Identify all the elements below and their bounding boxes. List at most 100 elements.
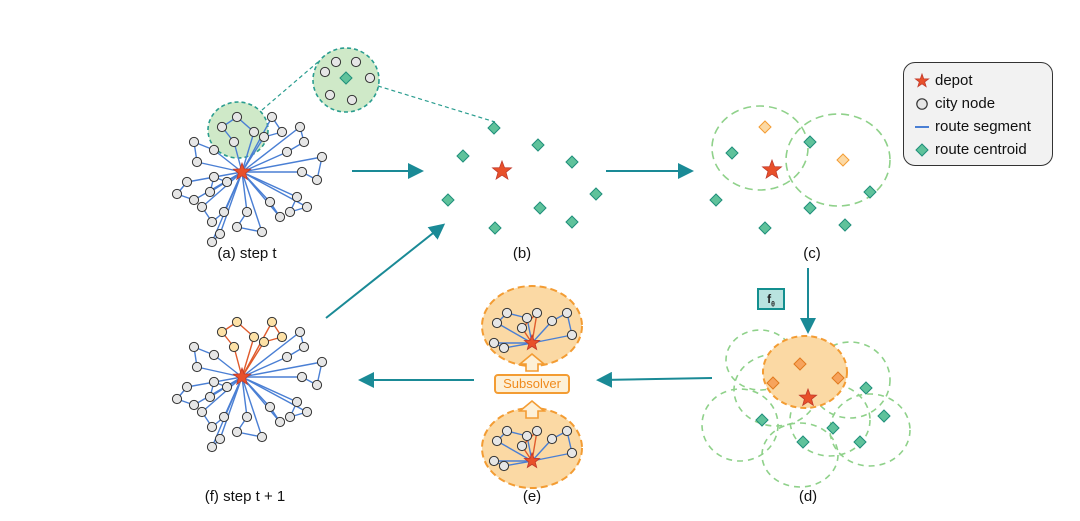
city-node <box>516 322 528 334</box>
selected-centroid <box>758 120 772 134</box>
route-centroid <box>565 155 579 169</box>
route-centroid <box>709 193 723 207</box>
city-node <box>206 216 218 228</box>
route-segment <box>496 440 533 462</box>
legend: depot city node route segment route cent… <box>903 62 1053 166</box>
flow-arrow-d-e <box>596 371 713 388</box>
city-node <box>231 316 243 328</box>
route-segment <box>241 126 301 173</box>
city-node <box>498 342 510 354</box>
city-node <box>291 191 303 203</box>
city-node <box>266 316 278 328</box>
selected-centroid <box>831 371 845 385</box>
city-node <box>319 66 331 78</box>
city-node <box>241 206 253 218</box>
background-layer <box>207 47 911 489</box>
zoom-link <box>377 85 496 123</box>
city-node <box>218 206 230 218</box>
city-node <box>258 131 270 143</box>
route-segment <box>241 321 273 378</box>
city-node <box>171 188 183 200</box>
subproblem-region <box>481 407 583 489</box>
route-centroid <box>487 121 501 135</box>
city-node <box>301 201 313 213</box>
city-node <box>521 312 533 324</box>
route-centroid <box>758 221 772 235</box>
city-node <box>284 206 296 218</box>
nodes-layer <box>171 56 891 472</box>
city-node <box>296 166 308 178</box>
city-node <box>264 196 276 208</box>
city-node <box>181 176 193 188</box>
city-node <box>188 194 200 206</box>
city-node <box>208 171 220 183</box>
policy-box: fθ <box>757 288 785 310</box>
depot-star <box>232 161 252 181</box>
route-centroid <box>853 435 867 449</box>
city-node <box>316 151 328 163</box>
city-node <box>218 411 230 423</box>
city-node <box>276 331 288 343</box>
city-node <box>216 326 228 338</box>
city-node <box>546 315 558 327</box>
city-node <box>188 399 200 411</box>
city-node <box>181 381 193 393</box>
route-centroid <box>826 421 840 435</box>
cluster-ring <box>785 113 891 207</box>
route-segment <box>241 151 288 173</box>
city-node <box>216 121 228 133</box>
city-node <box>324 89 336 101</box>
city-node <box>298 136 310 148</box>
city-node <box>231 426 243 438</box>
route-segment <box>241 131 255 173</box>
route-centroid <box>533 201 547 215</box>
city-node <box>204 391 216 403</box>
depot-star <box>232 366 252 386</box>
city-node <box>521 430 533 442</box>
city-node <box>274 416 286 428</box>
city-node <box>561 425 573 437</box>
legend-label-depot: depot <box>935 72 973 89</box>
city-node <box>501 307 513 319</box>
legend-item-route-segment: route segment <box>912 115 1044 138</box>
caption-d: (d) <box>798 488 818 505</box>
zoom-link <box>261 61 319 111</box>
selected-centroid <box>766 376 780 390</box>
city-node <box>491 435 503 447</box>
policy-label: f <box>767 292 772 306</box>
route-segment <box>241 376 263 438</box>
route-segment <box>241 356 288 378</box>
depot-star <box>523 451 541 469</box>
city-node <box>364 72 376 84</box>
route-segment <box>241 171 263 233</box>
city-node <box>566 447 578 459</box>
city-node <box>196 406 208 418</box>
city-node <box>188 136 200 148</box>
city-node <box>284 411 296 423</box>
city-node <box>488 337 500 349</box>
legend-label-city-node: city node <box>935 95 996 112</box>
city-node <box>330 56 342 68</box>
city-node <box>350 56 362 68</box>
city-node <box>546 433 558 445</box>
subsolver-box: Subsolver <box>494 374 570 394</box>
city-node <box>488 455 500 467</box>
route-centroid <box>589 187 603 201</box>
circle-icon <box>912 97 932 111</box>
city-node <box>208 144 220 156</box>
route-centroid <box>859 381 873 395</box>
route-segment <box>213 354 243 378</box>
route-centroid <box>456 149 470 163</box>
city-node <box>231 111 243 123</box>
city-node <box>191 156 203 168</box>
city-node <box>208 349 220 361</box>
city-node <box>291 396 303 408</box>
city-node <box>231 221 243 233</box>
city-node <box>274 211 286 223</box>
city-node <box>346 94 358 106</box>
route-centroid <box>531 138 545 152</box>
diamond-icon <box>912 142 932 157</box>
route-segment <box>241 156 323 173</box>
route-segment <box>201 171 243 208</box>
